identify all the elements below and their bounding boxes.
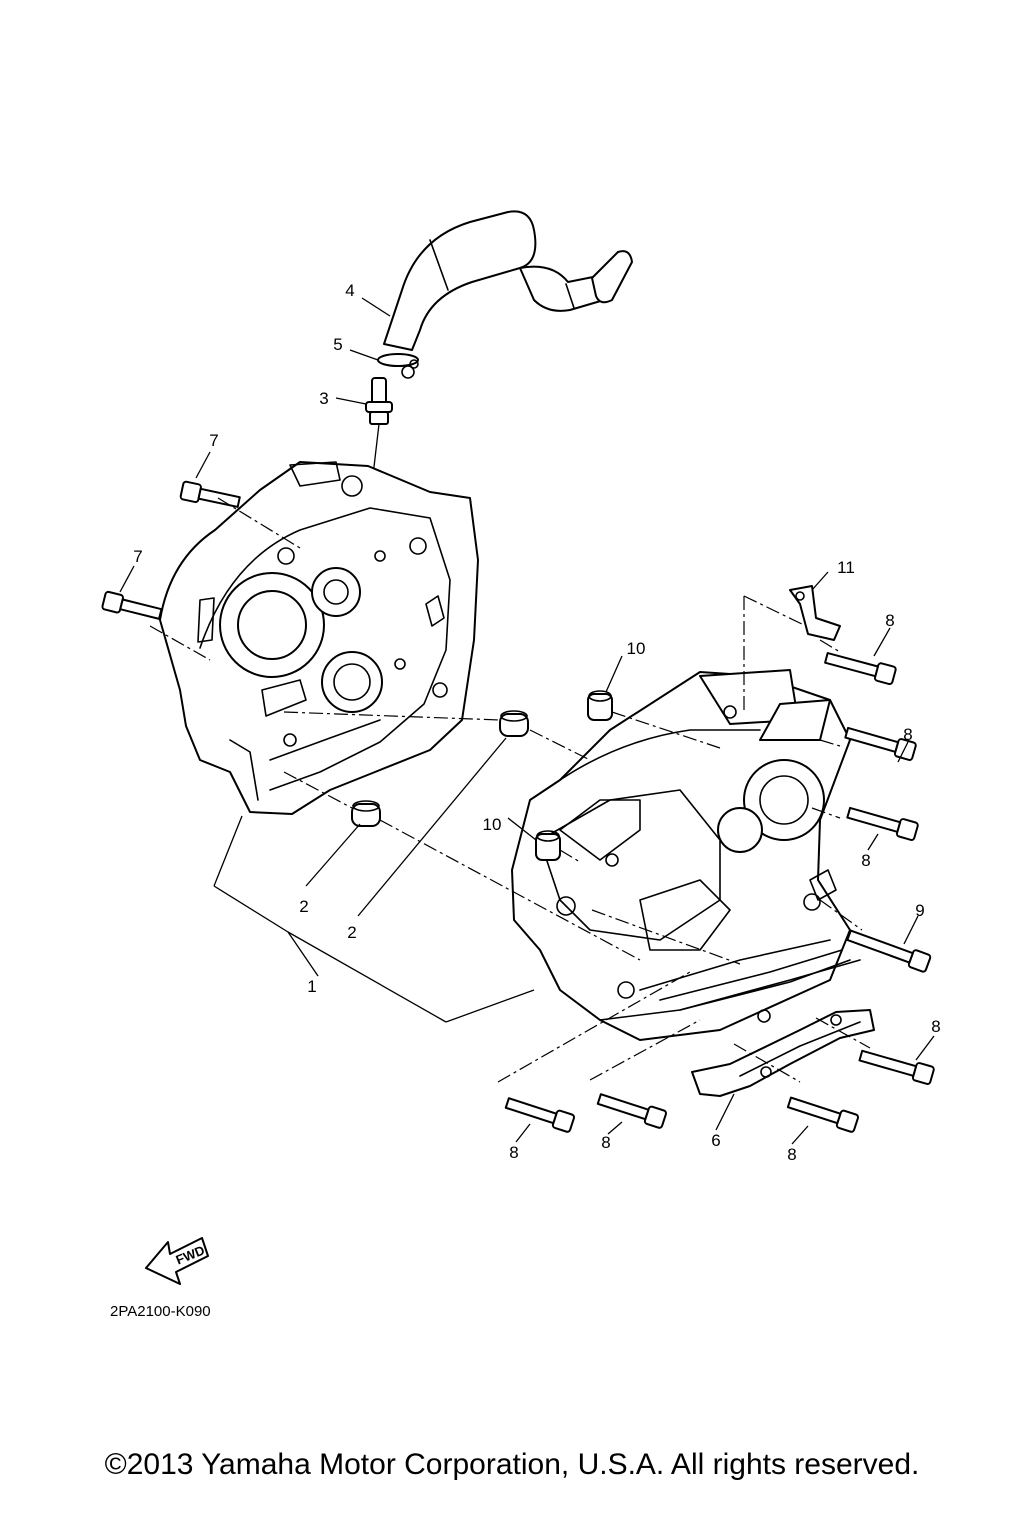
leader-lines (119, 297, 935, 1145)
collar (587, 690, 613, 721)
callout-6: 6 (711, 1131, 720, 1150)
callout-2: 2 (347, 923, 356, 942)
callout-7: 7 (133, 547, 142, 566)
bolt-8 (846, 806, 919, 841)
bolt-8 (824, 652, 897, 686)
callout-5: 5 (333, 335, 342, 354)
left-crankcase (159, 461, 479, 815)
callout-10: 10 (483, 815, 502, 834)
hose-bracket (789, 585, 841, 641)
callout-11: 11 (837, 558, 855, 577)
copyright-notice: ©2013 Yamaha Motor Corporation, U.S.A. A… (104, 1448, 920, 1481)
bolt-8 (504, 1097, 576, 1133)
bolt-9 (846, 929, 932, 973)
breather-fitting (365, 377, 393, 485)
dowel-pin (499, 710, 529, 737)
right-crankcase (511, 669, 861, 1041)
hose-clip (377, 353, 419, 379)
breather-hose (383, 210, 633, 351)
alignment-lines (149, 497, 871, 1083)
callout-3: 3 (319, 389, 328, 408)
bolt-8 (858, 1049, 935, 1085)
bolt-8 (596, 1093, 668, 1129)
callout-8: 8 (787, 1145, 796, 1164)
callout-2: 2 (299, 897, 308, 916)
callout-10: 10 (627, 639, 646, 658)
callout-8: 8 (903, 725, 912, 744)
diagram-code: 2PA2100-K090 (110, 1303, 211, 1320)
bolt-8 (786, 1096, 860, 1133)
bolt-7b (101, 590, 163, 620)
bolt-8 (844, 726, 917, 761)
collar (535, 830, 561, 861)
callout-4: 4 (345, 281, 354, 300)
callout-8: 8 (885, 611, 894, 630)
callout-8: 8 (601, 1133, 610, 1152)
callout-8: 8 (931, 1017, 940, 1036)
callout-9: 9 (915, 901, 924, 920)
callout-8: 8 (509, 1143, 518, 1162)
callout-7: 7 (209, 431, 218, 450)
callout-1: 1 (307, 977, 316, 996)
chain-guide (691, 1009, 875, 1097)
forward-arrow-icon: FWD (145, 1237, 209, 1285)
dowel-pin (351, 800, 381, 827)
callout-8: 8 (861, 851, 870, 870)
bolt-7a (179, 480, 241, 508)
